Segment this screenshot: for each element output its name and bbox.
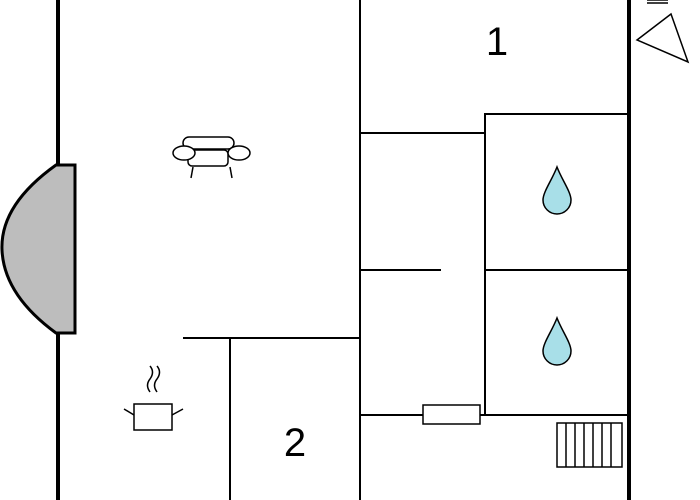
room-label-2: 2 [284, 421, 306, 465]
interior-walls [183, 0, 629, 500]
north-arrow-icon [635, 0, 690, 64]
radiator-icon [556, 422, 623, 468]
bay-window-shape [0, 163, 77, 335]
water-drop-icon [542, 164, 572, 215]
sofa-icon [172, 136, 251, 179]
water-drop-icon [542, 315, 572, 366]
bay-window [0, 163, 77, 335]
stove-pot-icon [123, 365, 184, 431]
window-frame [422, 404, 481, 425]
room-label-1: 1 [486, 20, 508, 64]
exterior-walls [56, 0, 631, 500]
